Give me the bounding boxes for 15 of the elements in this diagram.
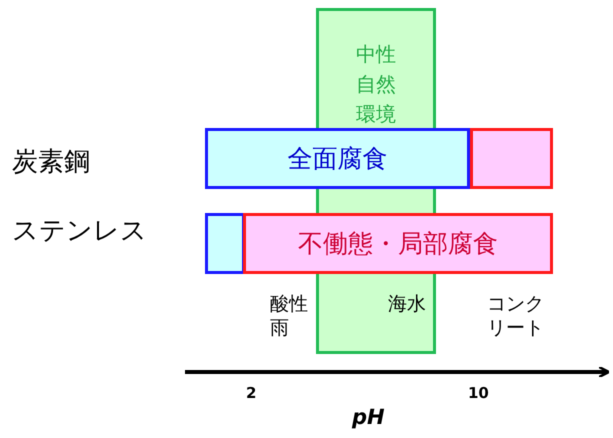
box-label: 全面腐食 [288, 142, 388, 175]
box-label: 中性自然環境 [355, 41, 397, 128]
range-box [205, 213, 245, 274]
axis-title: pH [352, 404, 385, 430]
tick-label: 10 [468, 384, 489, 403]
row-label: 炭素鋼 [12, 146, 90, 178]
corrosion-box [243, 213, 553, 274]
box-label: 不働態・局部腐食 [298, 228, 498, 260]
environment-label: 酸性雨 [270, 293, 309, 340]
corrosion-box [205, 128, 470, 189]
environment-label: 海水 [388, 293, 426, 317]
tick-label: 2 [246, 384, 256, 403]
range-box [470, 128, 553, 189]
row-label: ステンレス [12, 215, 147, 248]
environment-label: コンクリート [487, 293, 545, 340]
